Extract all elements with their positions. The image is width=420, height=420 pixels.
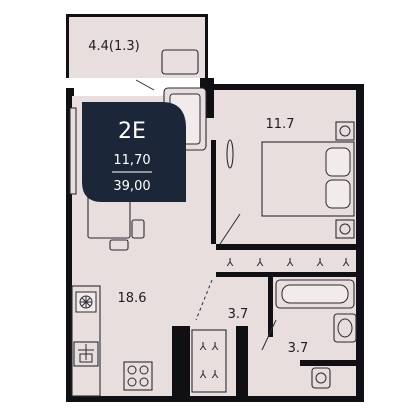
window-left [69,107,77,195]
doors [195,213,277,351]
apartment-badge: 2E 11,70 39,00 [82,102,186,202]
hall-closet: ⅄ ⅄ ⅄ ⅄ [191,329,227,393]
hanger-icon: ⅄ [200,368,207,381]
apartment-type: 2E [118,119,146,144]
hanger-icon: ⅄ [212,340,219,353]
balcony-area-label: 4.4(1.3) [88,39,140,54]
fan-icon [79,295,93,309]
washing-machine-icon [73,341,99,367]
hanger-icon: ⅄ [200,340,207,353]
bed [261,121,355,239]
wardrobe-hangers: ⅄ ⅄ ⅄ ⅄ ⅄ [227,256,350,269]
total-area-value: 39,00 [113,179,150,194]
hanger-icon: ⅄ [317,256,324,269]
hall-area-label: 3.7 [228,307,249,322]
hanger-icon: ⅄ [227,256,234,269]
bathroom-area-label: 3.7 [288,341,309,356]
toilet [311,367,331,389]
badge-shape [82,102,186,202]
hanger-icon: ⅄ [343,256,350,269]
bedroom-area-label: 11.7 [266,117,295,132]
hanger-icon: ⅄ [212,368,219,381]
sink-bathroom [333,313,357,343]
stove-burner-icon [123,361,153,391]
hanger-icon: ⅄ [257,256,264,269]
dining-table [87,195,145,251]
bathtub [275,279,355,309]
mirror [226,139,234,169]
kitchen-living-area-label: 18.6 [118,291,147,306]
living-area-value: 11,70 [113,153,150,168]
kitchen-counter [71,285,101,397]
balcony-chair [135,49,199,91]
hanger-icon: ⅄ [287,256,294,269]
